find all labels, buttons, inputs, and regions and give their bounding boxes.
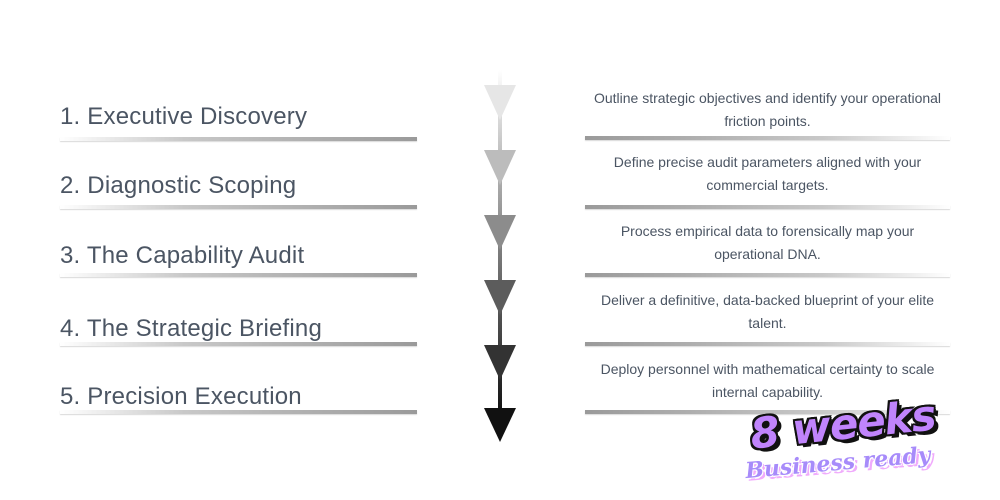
arrowhead-icon <box>484 408 516 442</box>
step-2-title: 2. Diagnostic Scoping <box>60 172 297 199</box>
step-1-description: Outline strategic objectives and identif… <box>593 90 942 129</box>
step-5-right-rule <box>585 410 950 414</box>
step-5-left-rule <box>60 410 417 414</box>
step-4-left-rule <box>60 342 417 346</box>
step-2-description: Define precise audit parameters aligned … <box>613 154 922 193</box>
chevron-1-icon <box>484 85 516 120</box>
chevron-5-icon <box>484 345 516 380</box>
chevron-2-icon <box>484 150 516 185</box>
chevron-4-icon <box>484 280 516 315</box>
step-3-left-rule <box>60 273 417 277</box>
step-4-right-rule <box>585 342 950 346</box>
chevron-3-icon <box>484 215 516 250</box>
step-1-right-rule <box>585 136 950 140</box>
step-3-title: 3. The Capability Audit <box>60 242 305 269</box>
step-1-left-rule <box>60 137 417 141</box>
step-4-description: Deliver a definitive, data-backed bluepr… <box>600 292 935 331</box>
duration-badge: 8 weeks Business ready <box>735 390 975 496</box>
step-4-title: 4. The Strategic Briefing <box>60 315 323 342</box>
step-1-title: 1. Executive Discovery <box>60 103 308 130</box>
timeline-arrow <box>484 70 516 442</box>
step-3-right-rule <box>585 273 950 277</box>
step-2-left-rule <box>60 205 417 209</box>
step-5-title: 5. Precision Execution <box>60 383 302 410</box>
step-2-right-rule <box>585 205 950 209</box>
step-3-description: Process empirical data to forensically m… <box>620 223 915 262</box>
step-5-description: Deploy personnel with mathematical certa… <box>600 361 935 400</box>
